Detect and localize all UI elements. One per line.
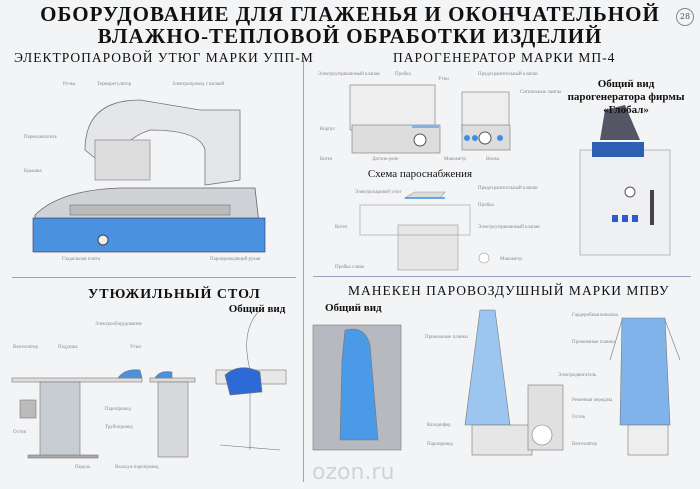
label-pipeline: Трубопровод <box>105 425 133 430</box>
label-plug: Пробка <box>395 72 411 77</box>
mannequin-heading: МАНЕКЕН ПАРОВОЗДУШНЫЙ МАРКИ МПВУ <box>348 283 670 298</box>
label-scheme-safety-valve: Предохранительный клапан <box>478 186 538 191</box>
iron-heading: ЭЛЕКТРОПАРОВОЙ УТЮГ МАРКИ УПП-М <box>14 50 314 65</box>
label-iron: Утюг <box>438 77 450 82</box>
label-belt-drive: Ременная передача <box>572 398 613 403</box>
global-generator-caption: Общий вид парогенератора фирмы «Глобал» <box>567 78 685 116</box>
steam-iron-drawing <box>32 99 266 253</box>
label-fan: Вентилятор <box>13 345 39 350</box>
right-divider <box>313 276 691 277</box>
label-motor: Электродвигатель <box>558 373 597 378</box>
label-pressure-switch: Датчик-реле <box>372 157 399 162</box>
label-scheme-boiler: Котел <box>335 225 348 230</box>
label-thermostat: Терморегулятор <box>97 82 132 87</box>
label-heater: Калорифер <box>427 423 451 428</box>
label-mannequin-fan: Вентилятор <box>572 442 598 447</box>
scheme-title: Схема пароснабжения <box>367 168 473 180</box>
label-scheme-manometer: Манометр <box>500 257 522 262</box>
steam-generator-mp4-drawing <box>349 84 511 154</box>
poster-title-line2: ВЛАЖНО-ТЕПЛОВОЙ ОБРАБОТКИ ИЗДЕЛИЙ <box>97 24 603 48</box>
label-frame: Остов <box>13 430 26 435</box>
label-outlet: Выход в паропровод <box>115 465 159 470</box>
label-scheme-solenoid: Электроуправляемый клапан <box>478 225 540 230</box>
label-pad: Подушка <box>58 345 78 350</box>
label-table-iron: Утюг <box>130 345 142 350</box>
label-mannequin-steam-pipe: Паропровод <box>427 442 453 447</box>
label-solenoid-valve: Электроуправляемый клапан <box>318 72 380 77</box>
label-soleplate: Гладильная плита <box>62 257 100 262</box>
mannequin-drawing <box>312 309 681 456</box>
vertical-divider <box>303 57 304 482</box>
mannequin-general-view: Общий вид <box>325 302 382 314</box>
label-signal-lamps: Сигнальные лампы <box>520 90 562 95</box>
label-manometer: Манометр <box>444 157 466 162</box>
label-pedal: Педаль <box>75 465 91 470</box>
label-plug-fork: Вилка <box>486 157 500 162</box>
label-scheme-drain-plug: Пробка слива <box>335 265 364 270</box>
label-electrical: Электрооборудование <box>95 322 142 327</box>
label-scheme-iron: Электропаровой утюг <box>355 190 402 195</box>
label-press-bars-right: Прижимные планки <box>572 340 615 345</box>
poster-title-line1: ОБОРУДОВАНИЕ ДЛЯ ГЛАЖЕНЬЯ И ОКОНЧАТЕЛЬНО… <box>40 2 660 26</box>
label-switch: Переключатель <box>24 135 57 140</box>
watermark: ozon.ru <box>312 460 395 485</box>
table-general-view: Общий вид <box>228 303 286 315</box>
steam-supply-scheme-drawing <box>359 191 490 271</box>
label-boiler: Котел <box>320 157 333 162</box>
label-power-cord: Электропровод с вилкой <box>172 82 225 87</box>
label-press-bars-left: Прижимные планки <box>425 335 468 340</box>
global-steam-generator-photo <box>579 105 671 256</box>
label-cover: Крышка <box>24 169 42 174</box>
label-safety-valve: Предохранительный клапан <box>478 72 538 77</box>
left-divider <box>12 277 296 278</box>
page-number: 28 <box>676 8 694 26</box>
label-steam-pipe: Паропровод <box>105 407 131 412</box>
label-housing: Корпус <box>320 127 336 132</box>
table-heading: УТЮЖИЛЬНЫЙ СТОЛ <box>88 287 261 302</box>
generator-heading: ПАРОГЕНЕРАТОР МАРКИ МП-4 <box>393 50 616 65</box>
label-steam-hose: Паропроводящий рукав <box>210 257 261 262</box>
label-scheme-plug: Пробка <box>478 203 494 208</box>
label-handle: Ручка <box>63 82 76 87</box>
ironing-table-drawing <box>11 309 287 459</box>
label-mannequin-frame: Остов <box>572 415 585 420</box>
label-hanger: Гардеробная вешалка <box>572 313 618 318</box>
